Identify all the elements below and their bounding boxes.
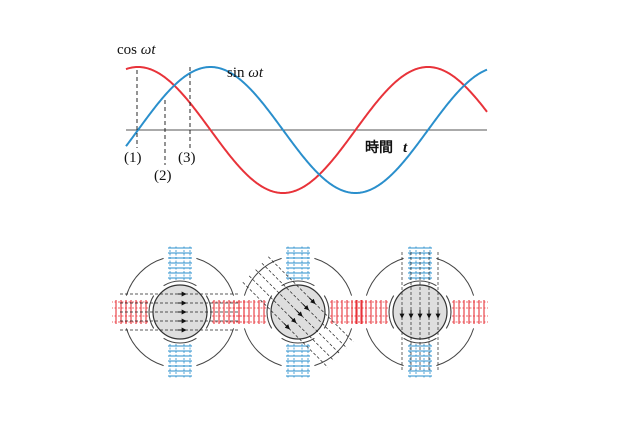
magnetic-field-lines: [242, 256, 354, 368]
stator-frame: [125, 257, 235, 367]
coil-windings: [230, 246, 366, 378]
sin-label: sin ωt: [227, 65, 264, 81]
marker-label-3: (3): [178, 150, 196, 166]
motor-panel-3: [352, 246, 488, 378]
motor-panel-2: [230, 246, 366, 378]
marker-label-1: (1): [124, 150, 142, 166]
cos-curve: [125, 65, 488, 195]
sin-curve: [125, 66, 488, 194]
cos-label: cos ωt: [117, 42, 156, 58]
magnetic-field-lines: [120, 291, 240, 333]
magnetic-field-lines: [399, 252, 441, 372]
motor-panel-1: [112, 246, 248, 378]
motor-panels: [112, 246, 488, 378]
marker-label-2: (2): [154, 168, 172, 184]
